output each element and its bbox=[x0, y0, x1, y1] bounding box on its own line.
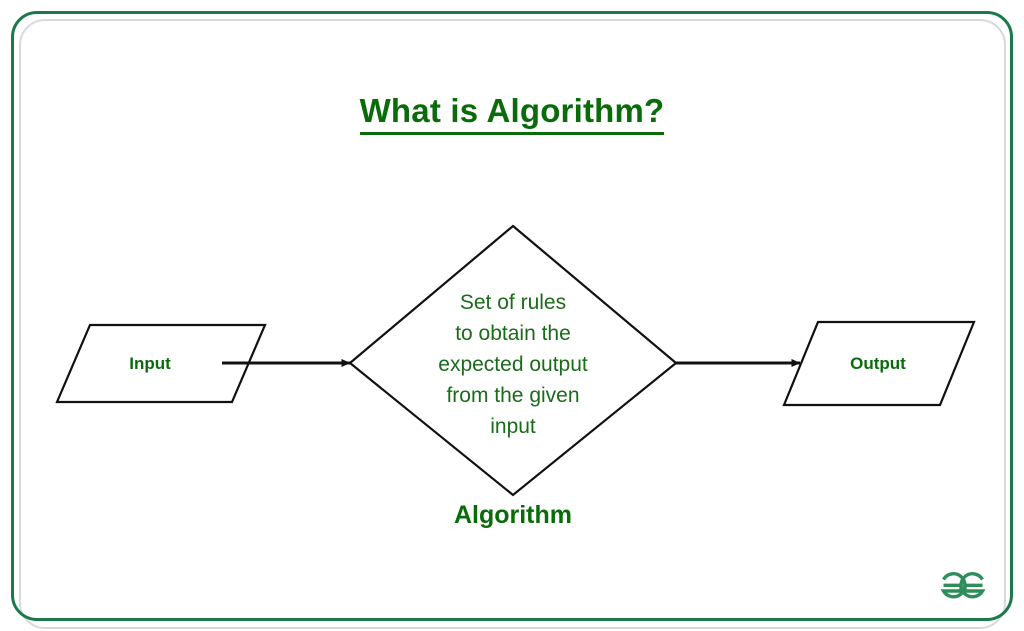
node-algorithm-caption: Algorithm bbox=[453, 501, 573, 529]
node-input-shape bbox=[55, 323, 267, 404]
node-input-label: Input bbox=[129, 354, 171, 373]
node-algorithm-body-line: from the given bbox=[446, 384, 580, 407]
node-output-shape bbox=[782, 320, 976, 407]
node-algorithm-body: Set of rules to obtain the expected outp… bbox=[403, 287, 623, 442]
page-title-text: What is Algorithm? bbox=[359, 92, 665, 135]
node-algorithm-body-line: expected output bbox=[438, 353, 588, 376]
page-title: What is Algorithm? bbox=[0, 92, 1024, 135]
geeksforgeeks-logo bbox=[940, 572, 986, 599]
node-output-label: Output bbox=[850, 354, 906, 373]
node-algorithm-body-line: input bbox=[490, 415, 536, 438]
node-algorithm-body-line: Set of rules bbox=[459, 291, 567, 314]
node-algorithm-shape bbox=[348, 224, 678, 497]
node-algorithm-body-line: to obtain the bbox=[455, 322, 571, 345]
